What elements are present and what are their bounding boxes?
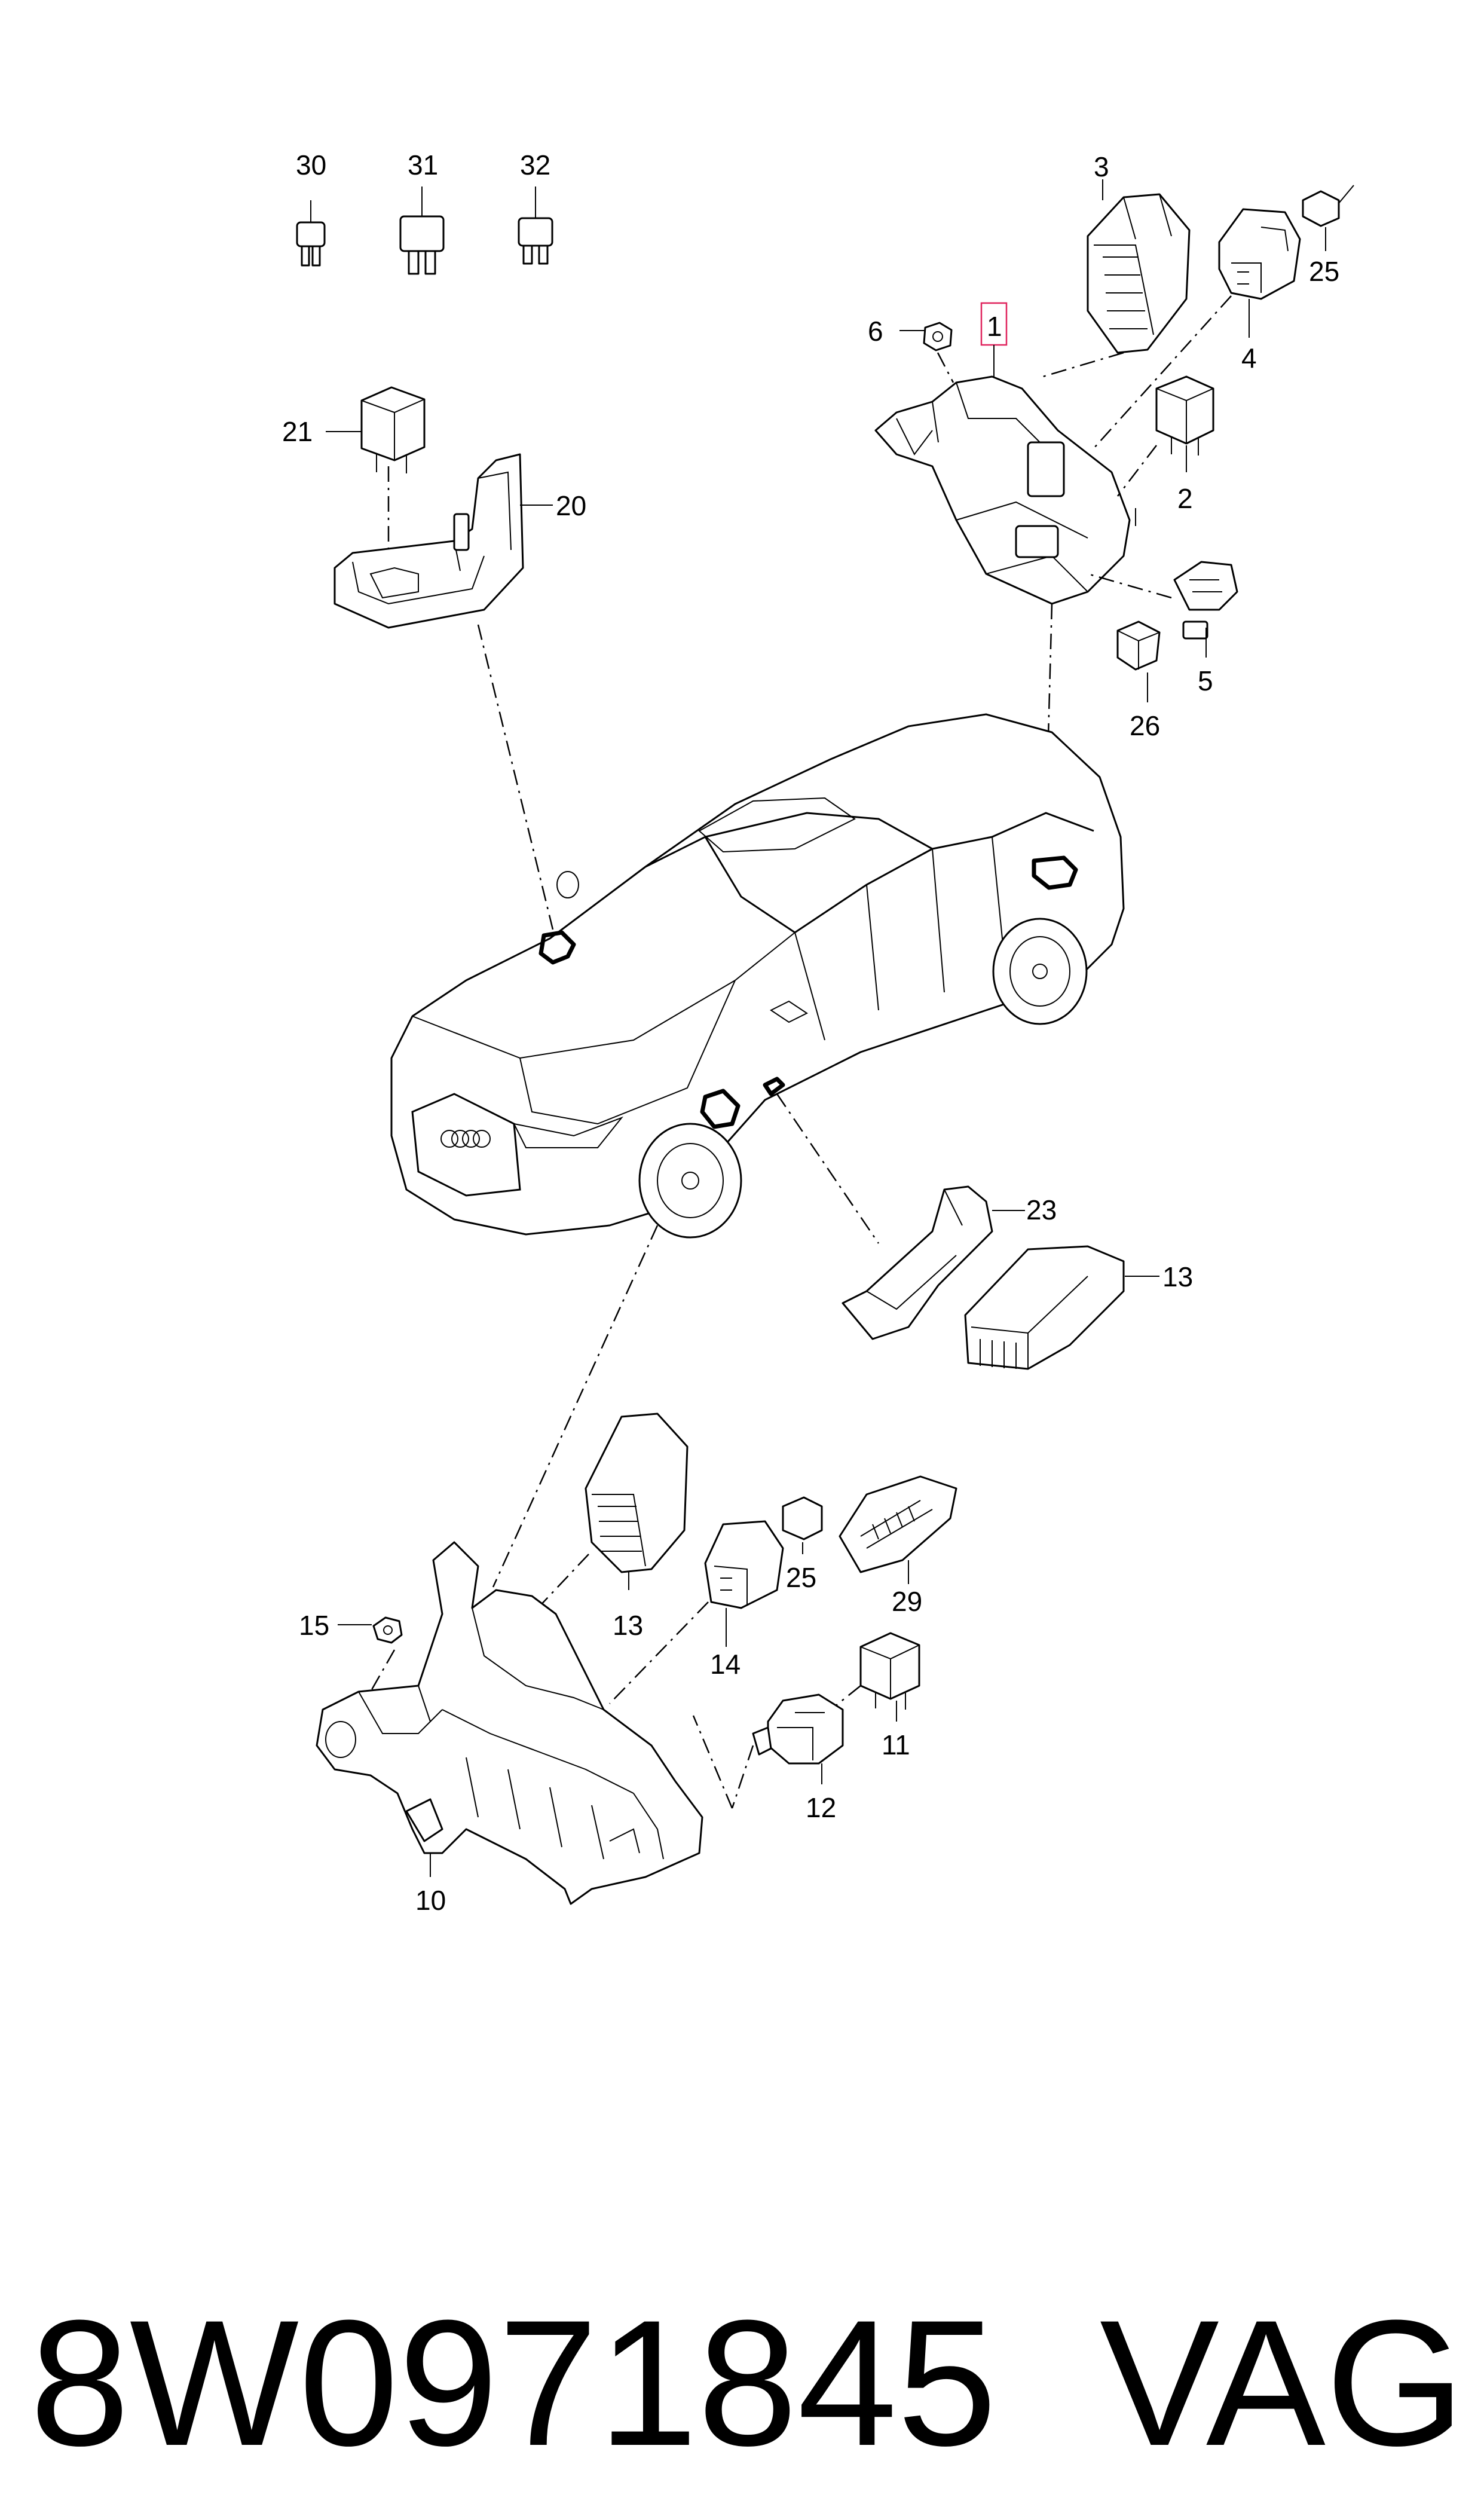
callout-13-mid: 13 [1162, 1261, 1193, 1292]
relay-socket-12[interactable] [752, 1693, 844, 1765]
fuse-31[interactable] [399, 187, 445, 275]
callout-15: 15 [299, 1610, 329, 1641]
location-right-footwell [700, 1089, 741, 1129]
callout-23: 23 [1026, 1194, 1057, 1225]
nut-6[interactable] [923, 322, 953, 351]
terminal-25-top[interactable] [1302, 185, 1354, 227]
callout-5: 5 [1198, 665, 1213, 696]
fuse-box-carrier-10[interactable] [316, 1541, 703, 1905]
callout-6: 6 [868, 316, 883, 347]
control-unit-13-mid[interactable] [964, 1245, 1125, 1370]
callout-29: 29 [892, 1586, 922, 1617]
terminal-26[interactable] [1116, 620, 1161, 671]
brand-label: VAG [1100, 2282, 1465, 2483]
callout-32: 32 [520, 149, 550, 181]
callout-14: 14 [710, 1649, 741, 1680]
callout-30: 30 [296, 149, 326, 181]
connector-4[interactable] [1218, 208, 1301, 300]
location-rear-trunk [1032, 855, 1078, 890]
connector-5[interactable] [1173, 561, 1238, 640]
connector-14[interactable] [704, 1520, 784, 1609]
callout-13-bottom: 13 [613, 1610, 643, 1641]
relay-11[interactable] [859, 1632, 920, 1710]
callout-1: 1 [987, 311, 1002, 342]
location-left-dash [538, 930, 576, 965]
bracket-23[interactable] [842, 1185, 993, 1340]
relay-21[interactable] [360, 386, 426, 473]
bracket-20[interactable] [333, 453, 524, 629]
control-unit-3[interactable] [1087, 193, 1191, 354]
fuse-30[interactable] [296, 200, 326, 267]
nut-15[interactable] [372, 1616, 403, 1644]
callout-31: 31 [408, 149, 438, 181]
callout-10: 10 [415, 1885, 446, 1916]
callout-25-top: 25 [1309, 256, 1339, 287]
fuse-32[interactable] [518, 187, 553, 265]
callout-2: 2 [1177, 483, 1193, 514]
callout-4: 4 [1241, 343, 1257, 374]
callout-3: 3 [1094, 151, 1109, 182]
fuse-holder-29[interactable] [839, 1475, 957, 1573]
terminal-25-bottom[interactable] [782, 1496, 823, 1540]
callout-12: 12 [806, 1792, 836, 1823]
relay-2[interactable] [1155, 375, 1214, 455]
callout-21: 21 [282, 416, 313, 447]
location-door [763, 1077, 785, 1096]
callout-25-bottom: 25 [786, 1562, 816, 1593]
callout-11: 11 [882, 1729, 910, 1760]
control-unit-13-bottom[interactable] [585, 1413, 689, 1573]
part-number: 8W0971845 [30, 2282, 997, 2483]
fuse-box-carrier-1[interactable] [874, 375, 1136, 605]
car-illustration [390, 713, 1125, 1239]
callout-26: 26 [1130, 710, 1160, 741]
callout-20: 20 [556, 490, 586, 521]
